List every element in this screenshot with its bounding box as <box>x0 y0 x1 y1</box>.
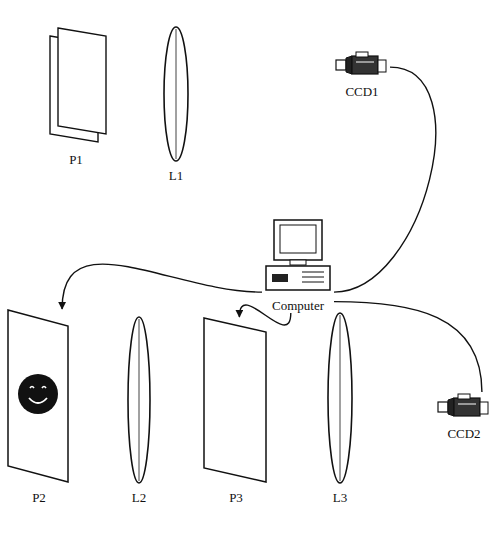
signal-cable <box>334 302 482 392</box>
component-figure <box>326 312 354 484</box>
optical-component: P1 <box>36 28 116 167</box>
optical-component: L2 <box>126 316 152 505</box>
component-label: L3 <box>332 490 348 505</box>
component-figure <box>334 50 390 78</box>
component-label: L2 <box>131 490 147 505</box>
component-label: P1 <box>68 152 84 167</box>
component-label: CCD1 <box>344 84 379 99</box>
component-figure <box>6 308 72 484</box>
component-figure <box>436 392 492 420</box>
optical-component: L1 <box>162 26 190 183</box>
component-figure <box>126 316 152 484</box>
component-figure <box>262 218 334 292</box>
component-label: Computer <box>271 298 325 313</box>
component-figure <box>162 26 190 162</box>
optical-component: P2 <box>6 308 72 505</box>
optical-component: Computer <box>262 218 334 313</box>
optical-component: CCD2 <box>436 392 492 441</box>
component-figure <box>36 28 116 146</box>
component-label: L1 <box>168 168 184 183</box>
optical-component: P3 <box>202 316 270 505</box>
signal-cable <box>62 264 262 309</box>
optical-component: CCD1 <box>334 50 390 99</box>
component-label: P3 <box>228 490 244 505</box>
component-label: P2 <box>31 490 47 505</box>
component-figure <box>202 316 270 484</box>
component-label: CCD2 <box>446 426 481 441</box>
signal-cable <box>334 67 436 292</box>
optical-component: L3 <box>326 312 354 505</box>
